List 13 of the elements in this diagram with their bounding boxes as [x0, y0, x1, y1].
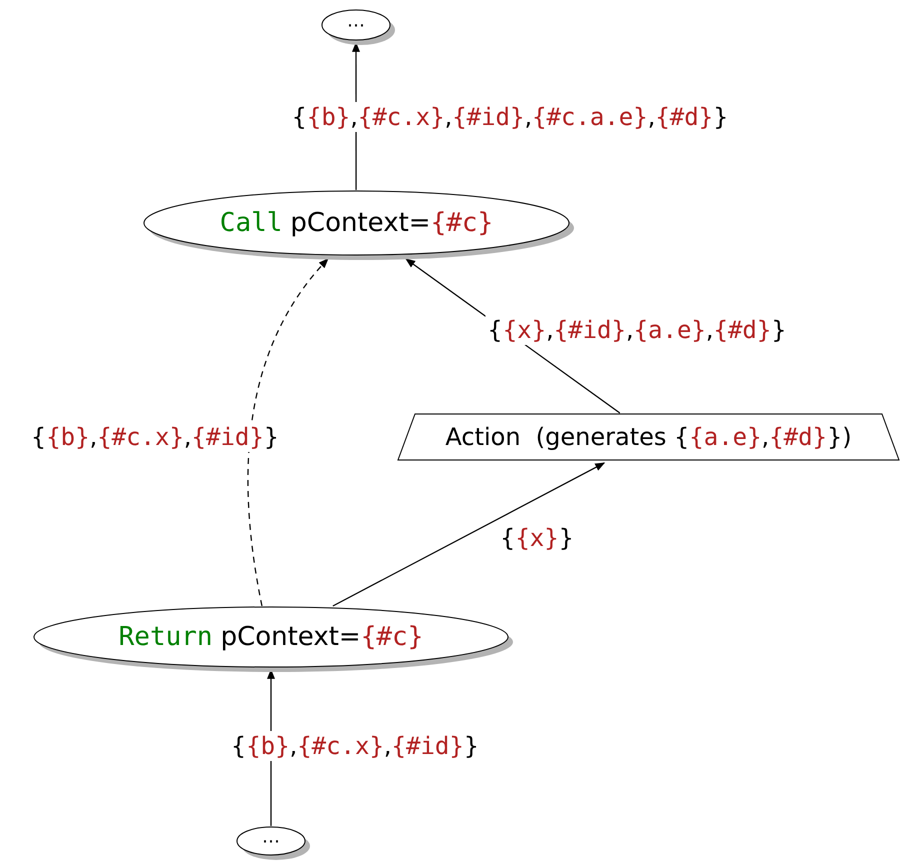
arrow — [247, 258, 329, 606]
keyword-label: Call — [220, 206, 282, 240]
node-label: Action (generates {{a.e},{#d}}) — [445, 422, 852, 453]
ellipse-node — [321, 9, 397, 47]
ellipse-node — [143, 190, 576, 262]
node-label: ⋯ — [347, 14, 365, 38]
ellipse-node — [236, 826, 312, 861]
node-label: pContext={#c} — [220, 620, 424, 654]
node-label: pContext={#c} — [290, 206, 494, 240]
node-label: ⋯ — [262, 830, 280, 854]
ellipse-node — [33, 606, 515, 674]
arrow — [332, 462, 606, 607]
keyword-label: Return — [118, 620, 213, 654]
